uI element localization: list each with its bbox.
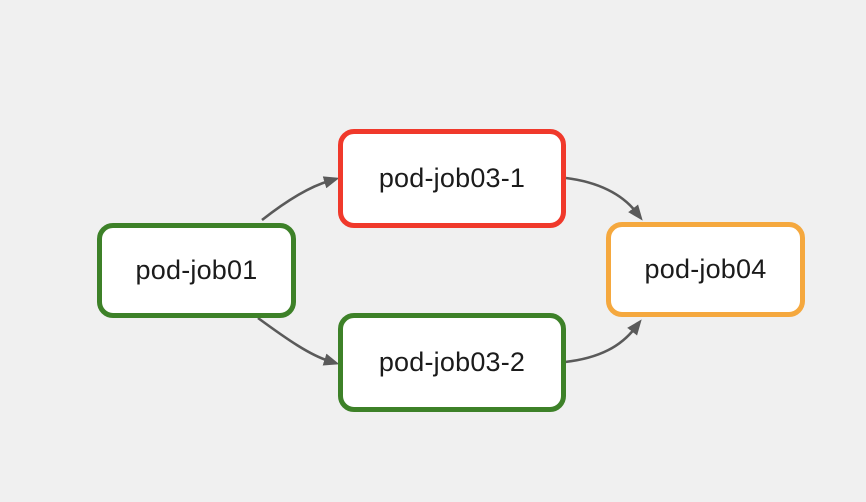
edge-pod-job03-2-to-pod-job04 [564, 319, 642, 364]
edge-pod-job01-to-pod-job03-2 [257, 316, 340, 366]
node-pod-job03-2[interactable]: pod-job03-2 [338, 313, 566, 412]
edge-pod-job03-1-to-pod-job04 [565, 176, 643, 221]
node-label-pod-job03-1: pod-job03-1 [378, 163, 526, 193]
node-pod-job01[interactable]: pod-job01 [97, 223, 296, 318]
edge-pod-job01-to-pod-job03-1 [261, 176, 340, 222]
node-pod-job03-1[interactable]: pod-job03-1 [338, 129, 566, 228]
node-label-pod-job01: pod-job01 [135, 255, 258, 285]
node-pod-job04[interactable]: pod-job04 [606, 222, 805, 317]
node-label-pod-job03-2: pod-job03-2 [378, 347, 526, 377]
node-label-pod-job04: pod-job04 [644, 254, 767, 284]
